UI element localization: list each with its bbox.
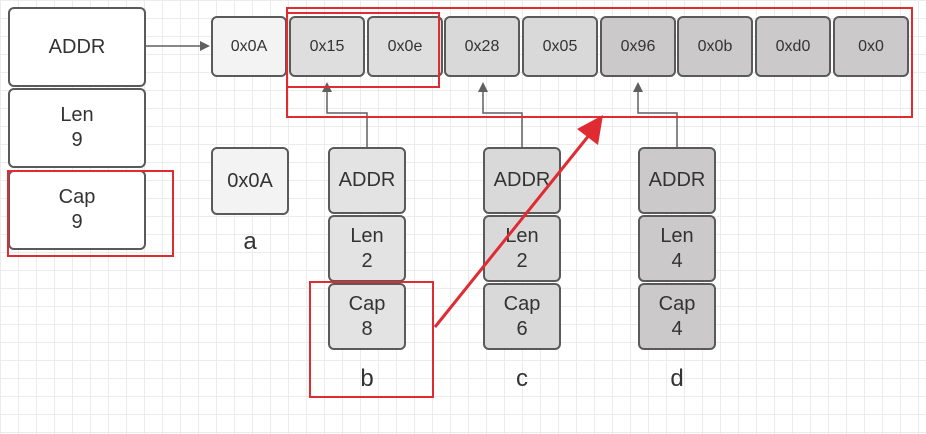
array-cell-7: 0xd0 (755, 16, 831, 77)
main-len-value: 9 (71, 129, 83, 151)
slice-b-addr-box: ADDR (328, 147, 406, 214)
array-cell-2: 0x0e (367, 16, 443, 77)
slice-c-label: c (516, 365, 528, 392)
array-cell-3: 0x28 (444, 16, 520, 77)
main-len-box: Len 9 (8, 88, 146, 168)
main-len-label: Len (60, 104, 94, 126)
slice-d-label: d (670, 365, 684, 392)
array-cell-5: 0x96 (600, 16, 676, 77)
slice-c-addr-box: ADDR (483, 147, 561, 214)
array-cell-8: 0x0 (833, 16, 909, 77)
var-a-box: 0x0A (211, 147, 289, 215)
var-a-value: 0x0A (227, 169, 273, 192)
main-addr-box: ADDR (8, 7, 146, 87)
array-cell-6: 0x0b (677, 16, 753, 77)
array-cell-4: 0x05 (522, 16, 598, 77)
main-cap-box: Cap 9 (8, 170, 146, 250)
var-a-label: a (243, 228, 257, 255)
slice-d-pointer-arrow (633, 82, 678, 147)
highlight-main-cap (7, 170, 174, 257)
slice-d-addr-box: ADDR (638, 147, 716, 214)
main-cap-label: Cap (58, 186, 96, 208)
red-annotation-arrow-shaft (433, 133, 592, 328)
slice-b-pointer-arrow (322, 82, 368, 147)
slice-b-label: b (360, 365, 374, 392)
array-cell-1: 0x15 (289, 16, 365, 77)
slice-c-pointer-arrow (478, 82, 523, 147)
red-annotation-arrowhead (577, 115, 603, 145)
highlight-slice-b-start (286, 12, 440, 88)
main-addr-label: ADDR (48, 35, 106, 58)
highlight-slice-b-cap (309, 281, 434, 398)
main-cap-value: 9 (71, 211, 83, 233)
array-cell-0: 0x0A (211, 16, 287, 77)
